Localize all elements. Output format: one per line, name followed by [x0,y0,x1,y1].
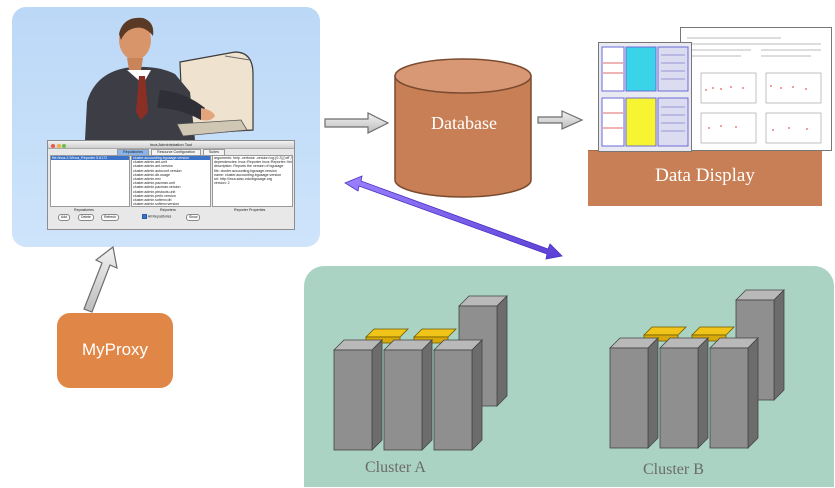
property-line: url: http://inca.sdsc.edu/bgusage.org [214,177,272,182]
report-page-graphics [687,37,822,144]
arrow-tool-clusters-bidirectional [344,175,563,260]
list-item[interactable]: cluster.admin.softenv.version [133,202,180,207]
property-line: dependencies: Inca::Reporter Inca::Repor… [214,160,293,165]
cluster-a-label: Cluster A [365,459,426,476]
myproxy-label: MyProxy [81,340,149,359]
maximize-icon[interactable] [62,143,66,148]
add-button[interactable]: Add [58,214,71,221]
server-icon [709,337,759,449]
myproxy-box [57,313,173,388]
list-item[interactable]: cluster.admin.db.usage [133,172,170,177]
list-item[interactable]: cluster.accounting.bgusage.version [132,156,210,161]
repositories-list[interactable]: file:/inca-2.0/Inca_Reporter 5.6172 [50,155,130,207]
list-item[interactable]: cluster.admin.ant.version [133,164,173,169]
checkbox-label: All Repositories [147,214,172,219]
list-item[interactable]: cluster.admin.ant.unit [133,160,167,165]
window-title: Inca Administration Tool [149,142,193,147]
arrow-myproxy-to-tool [83,245,118,313]
report-page-screenshot [680,27,832,151]
arrow-tool-to-database [324,112,390,134]
all-repositories-checkbox[interactable]: All Repositories [142,214,171,219]
list-item[interactable]: cluster.admin.pacman.unit [133,181,175,186]
window-controls[interactable] [51,143,68,150]
property-line: name: cluster.accounting.bgusage.version [214,172,282,177]
checkbox-icon[interactable] [142,214,147,219]
server-icon [659,337,709,449]
cluster-a-servers [333,295,508,451]
list-item[interactable]: cluster.admin.env [133,177,161,182]
reporters-list[interactable]: cluster.accounting.bgusage.version clust… [131,155,211,207]
reporter-properties: arguments: help -verbose -version log [0… [212,155,293,207]
properties-label: Reporter Properties [234,208,266,212]
dashboard-screenshot [598,42,692,152]
reporters-label: Reporters [160,208,176,212]
database-cylinder [394,58,532,198]
property-line: description: Reports the version of bgus… [214,164,284,169]
list-item[interactable]: cluster.admin.softenv.db [133,198,172,203]
close-icon[interactable] [51,143,55,148]
list-item[interactable]: file:/inca-2.0/Inca_Reporter 5.6172 [51,156,129,161]
repositories-label: Repositories [74,208,94,212]
cluster-b-label: Cluster B [643,461,704,478]
list-item[interactable]: cluster.admin.perfc.version [133,193,176,198]
refresh-button[interactable]: Refresh [101,214,119,221]
property-line: arguments: help -verbose -version log [0… [214,156,293,160]
dashboard-graphics [601,46,689,147]
user-at-computer-illustration [85,17,254,140]
property-line: version: 2 [214,181,230,186]
clusters-graphics [333,289,785,451]
show-button[interactable]: Show [186,214,201,221]
window-titlebar: Inca Administration Tool [48,141,294,149]
server-icon [609,337,659,449]
server-icon [333,339,383,451]
server-icon [383,339,433,451]
minimize-icon[interactable] [56,143,61,148]
data-display-box [588,150,822,206]
list-item[interactable]: cluster.admin.pacman.version [133,185,181,190]
database-label: Database [431,113,497,133]
property-line: file: cluster.accounting.bgusage.version [214,168,277,173]
delete-button[interactable]: Delete [78,214,94,221]
list-item[interactable]: cluster.admin.pbstools.unit [133,189,176,194]
data-display-label: Data Display [655,165,755,186]
cluster-b-servers [609,289,785,449]
server-icon [433,339,483,451]
list-item[interactable]: cluster.admin.autoconf.version [133,168,182,173]
arrow-database-to-display [537,110,584,130]
